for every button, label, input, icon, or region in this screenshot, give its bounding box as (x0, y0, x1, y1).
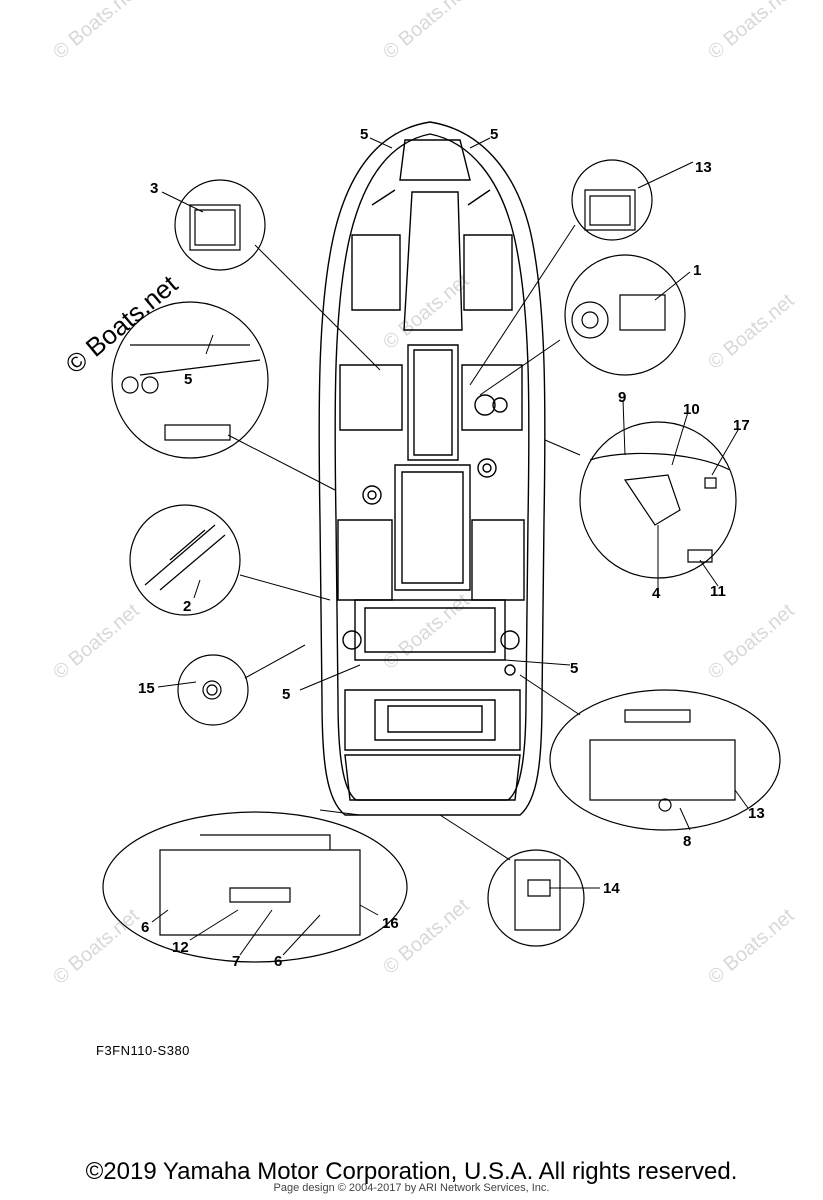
watermark: © Boats.net (379, 894, 474, 978)
detail-circle (487, 849, 585, 947)
watermark: © Boats.net (379, 269, 474, 353)
watermark: © Boats.net (379, 589, 474, 673)
callout-label: 5 (490, 126, 498, 143)
detail-ellipse (102, 811, 408, 963)
callout-label: 6 (274, 953, 282, 970)
watermark: © Boats.net (704, 0, 799, 64)
callout-labels: 5 5 3 13 1 5 9 10 17 4 11 2 15 5 5 13 8 … (138, 126, 765, 970)
callout-label: 5 (570, 660, 578, 677)
leader-lines (151, 137, 749, 956)
callout-label: 13 (748, 805, 765, 822)
callout-label: 3 (150, 180, 158, 197)
watermark: © Boats.net (704, 599, 799, 683)
callout-label: 13 (695, 159, 712, 176)
detail-circle (111, 301, 269, 459)
detail-circle (571, 159, 653, 241)
detail-circle (564, 254, 686, 376)
watermark: © Boats.net (49, 0, 144, 64)
callout-label: 11 (710, 583, 726, 600)
watermark: © Boats.net (49, 904, 144, 988)
callout-label: 7 (232, 953, 240, 970)
detail-views (102, 159, 781, 963)
watermark: © Boats.net (49, 599, 144, 683)
callout-label: 8 (683, 833, 691, 850)
detail-circle (174, 179, 266, 271)
page-credit-text: Page design © 2004-2017 by ARI Network S… (273, 1182, 550, 1194)
callout-label: 14 (603, 880, 620, 897)
detail-ellipse (549, 689, 781, 831)
callout-label: 5 (184, 371, 192, 388)
callout-label: 1 (693, 262, 701, 279)
callout-label: 5 (360, 126, 368, 143)
callout-label: 10 (683, 401, 700, 418)
callout-label: 2 (183, 598, 191, 615)
boat-hull (318, 121, 546, 816)
callout-label: 12 (172, 939, 189, 956)
callout-label: 6 (141, 919, 149, 936)
watermark: © Boats.net (704, 904, 799, 988)
watermark: © Boats.net (704, 289, 799, 373)
callout-label: 17 (733, 417, 750, 434)
callout-label: 15 (138, 680, 155, 697)
watermark: © Boats.net (379, 0, 474, 64)
diagram-code: F3FN110-S380 (96, 1043, 190, 1058)
detail-circle (129, 504, 241, 616)
detail-circle (177, 654, 249, 726)
callout-label: 16 (382, 915, 399, 932)
copyright-text: ©2019 Yamaha Motor Corporation, U.S.A. A… (85, 1158, 738, 1185)
callout-label: 9 (618, 389, 626, 406)
callout-label: 4 (652, 585, 661, 602)
watermark-large: © Boats.net (60, 269, 184, 380)
callout-label: 5 (282, 686, 290, 703)
